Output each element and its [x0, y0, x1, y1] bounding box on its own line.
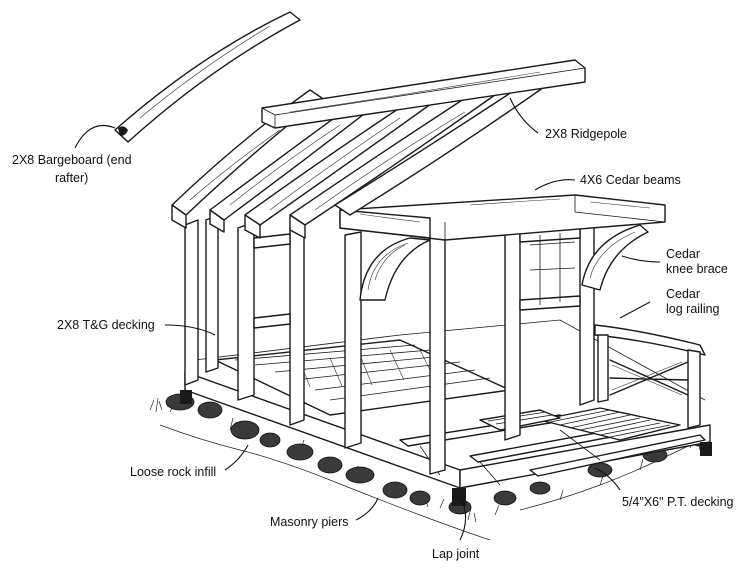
leader-pt-decking	[594, 467, 621, 491]
floor-frame	[180, 319, 712, 506]
label-lap-joint: Lap joint	[432, 547, 480, 561]
label-log-railing-line1: Cedar	[666, 287, 700, 301]
label-bargeboard-line1: 2X8 Bargeboard (end	[12, 153, 132, 167]
leader-lap-joint	[459, 499, 467, 541]
label-tg-decking: 2X8 T&G decking	[57, 318, 155, 332]
leader-lines	[74, 97, 661, 541]
label-pt-decking: 5/4"X6" P.T. decking	[622, 495, 734, 509]
bargeboard	[114, 11, 301, 143]
leader-log-railing	[619, 301, 651, 319]
leader-bargeboard	[74, 124, 116, 149]
cedar-beams	[339, 194, 666, 241]
label-cedar-beams: 4X6 Cedar beams	[580, 173, 681, 187]
log-railing	[594, 324, 706, 429]
leader-cedar-beams	[534, 179, 576, 191]
ridgepole	[261, 59, 586, 129]
label-rock-infill: Loose rock infill	[130, 465, 216, 479]
label-knee-brace-line2: knee brace	[666, 262, 728, 276]
leader-masonry-piers	[355, 497, 379, 521]
label-bargeboard-line2: rafter)	[55, 171, 88, 185]
knee-braces	[359, 224, 649, 301]
label-masonry-piers: Masonry piers	[270, 515, 349, 529]
leader-rock-infill	[224, 444, 249, 471]
leader-ridgepole	[509, 97, 539, 134]
label-ridgepole: 2X8 Ridgepole	[545, 127, 627, 141]
label-knee-brace-line1: Cedar	[666, 247, 700, 261]
labels: 2X8 Bargeboard (end rafter) 2X8 Ridgepol…	[12, 127, 734, 561]
label-log-railing-line2: log railing	[666, 302, 720, 316]
leader-knee-brace	[621, 255, 661, 263]
leader-tg-decking	[164, 324, 216, 336]
